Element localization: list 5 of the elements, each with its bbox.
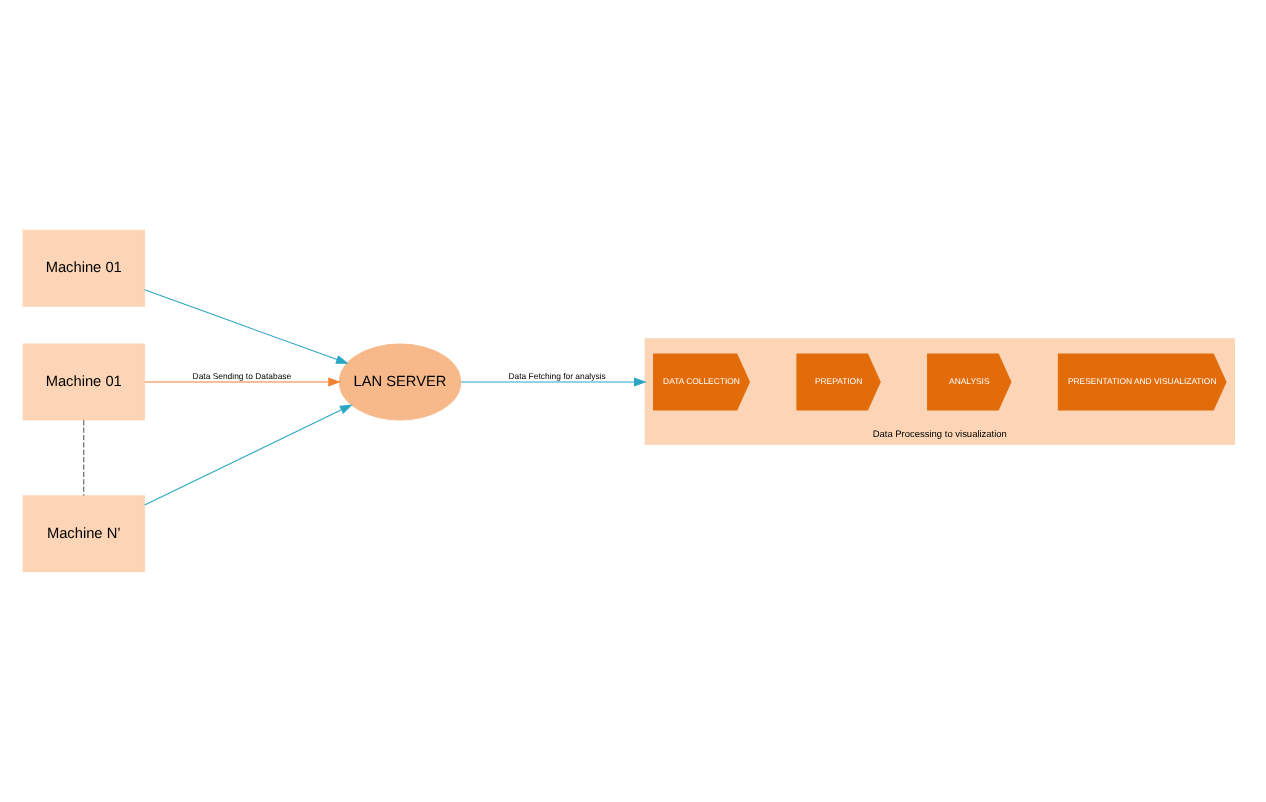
arrow [144, 404, 353, 506]
connector [83, 419, 85, 497]
arrow [460, 377, 647, 387]
arrow [144, 289, 349, 364]
arrow [144, 377, 341, 387]
